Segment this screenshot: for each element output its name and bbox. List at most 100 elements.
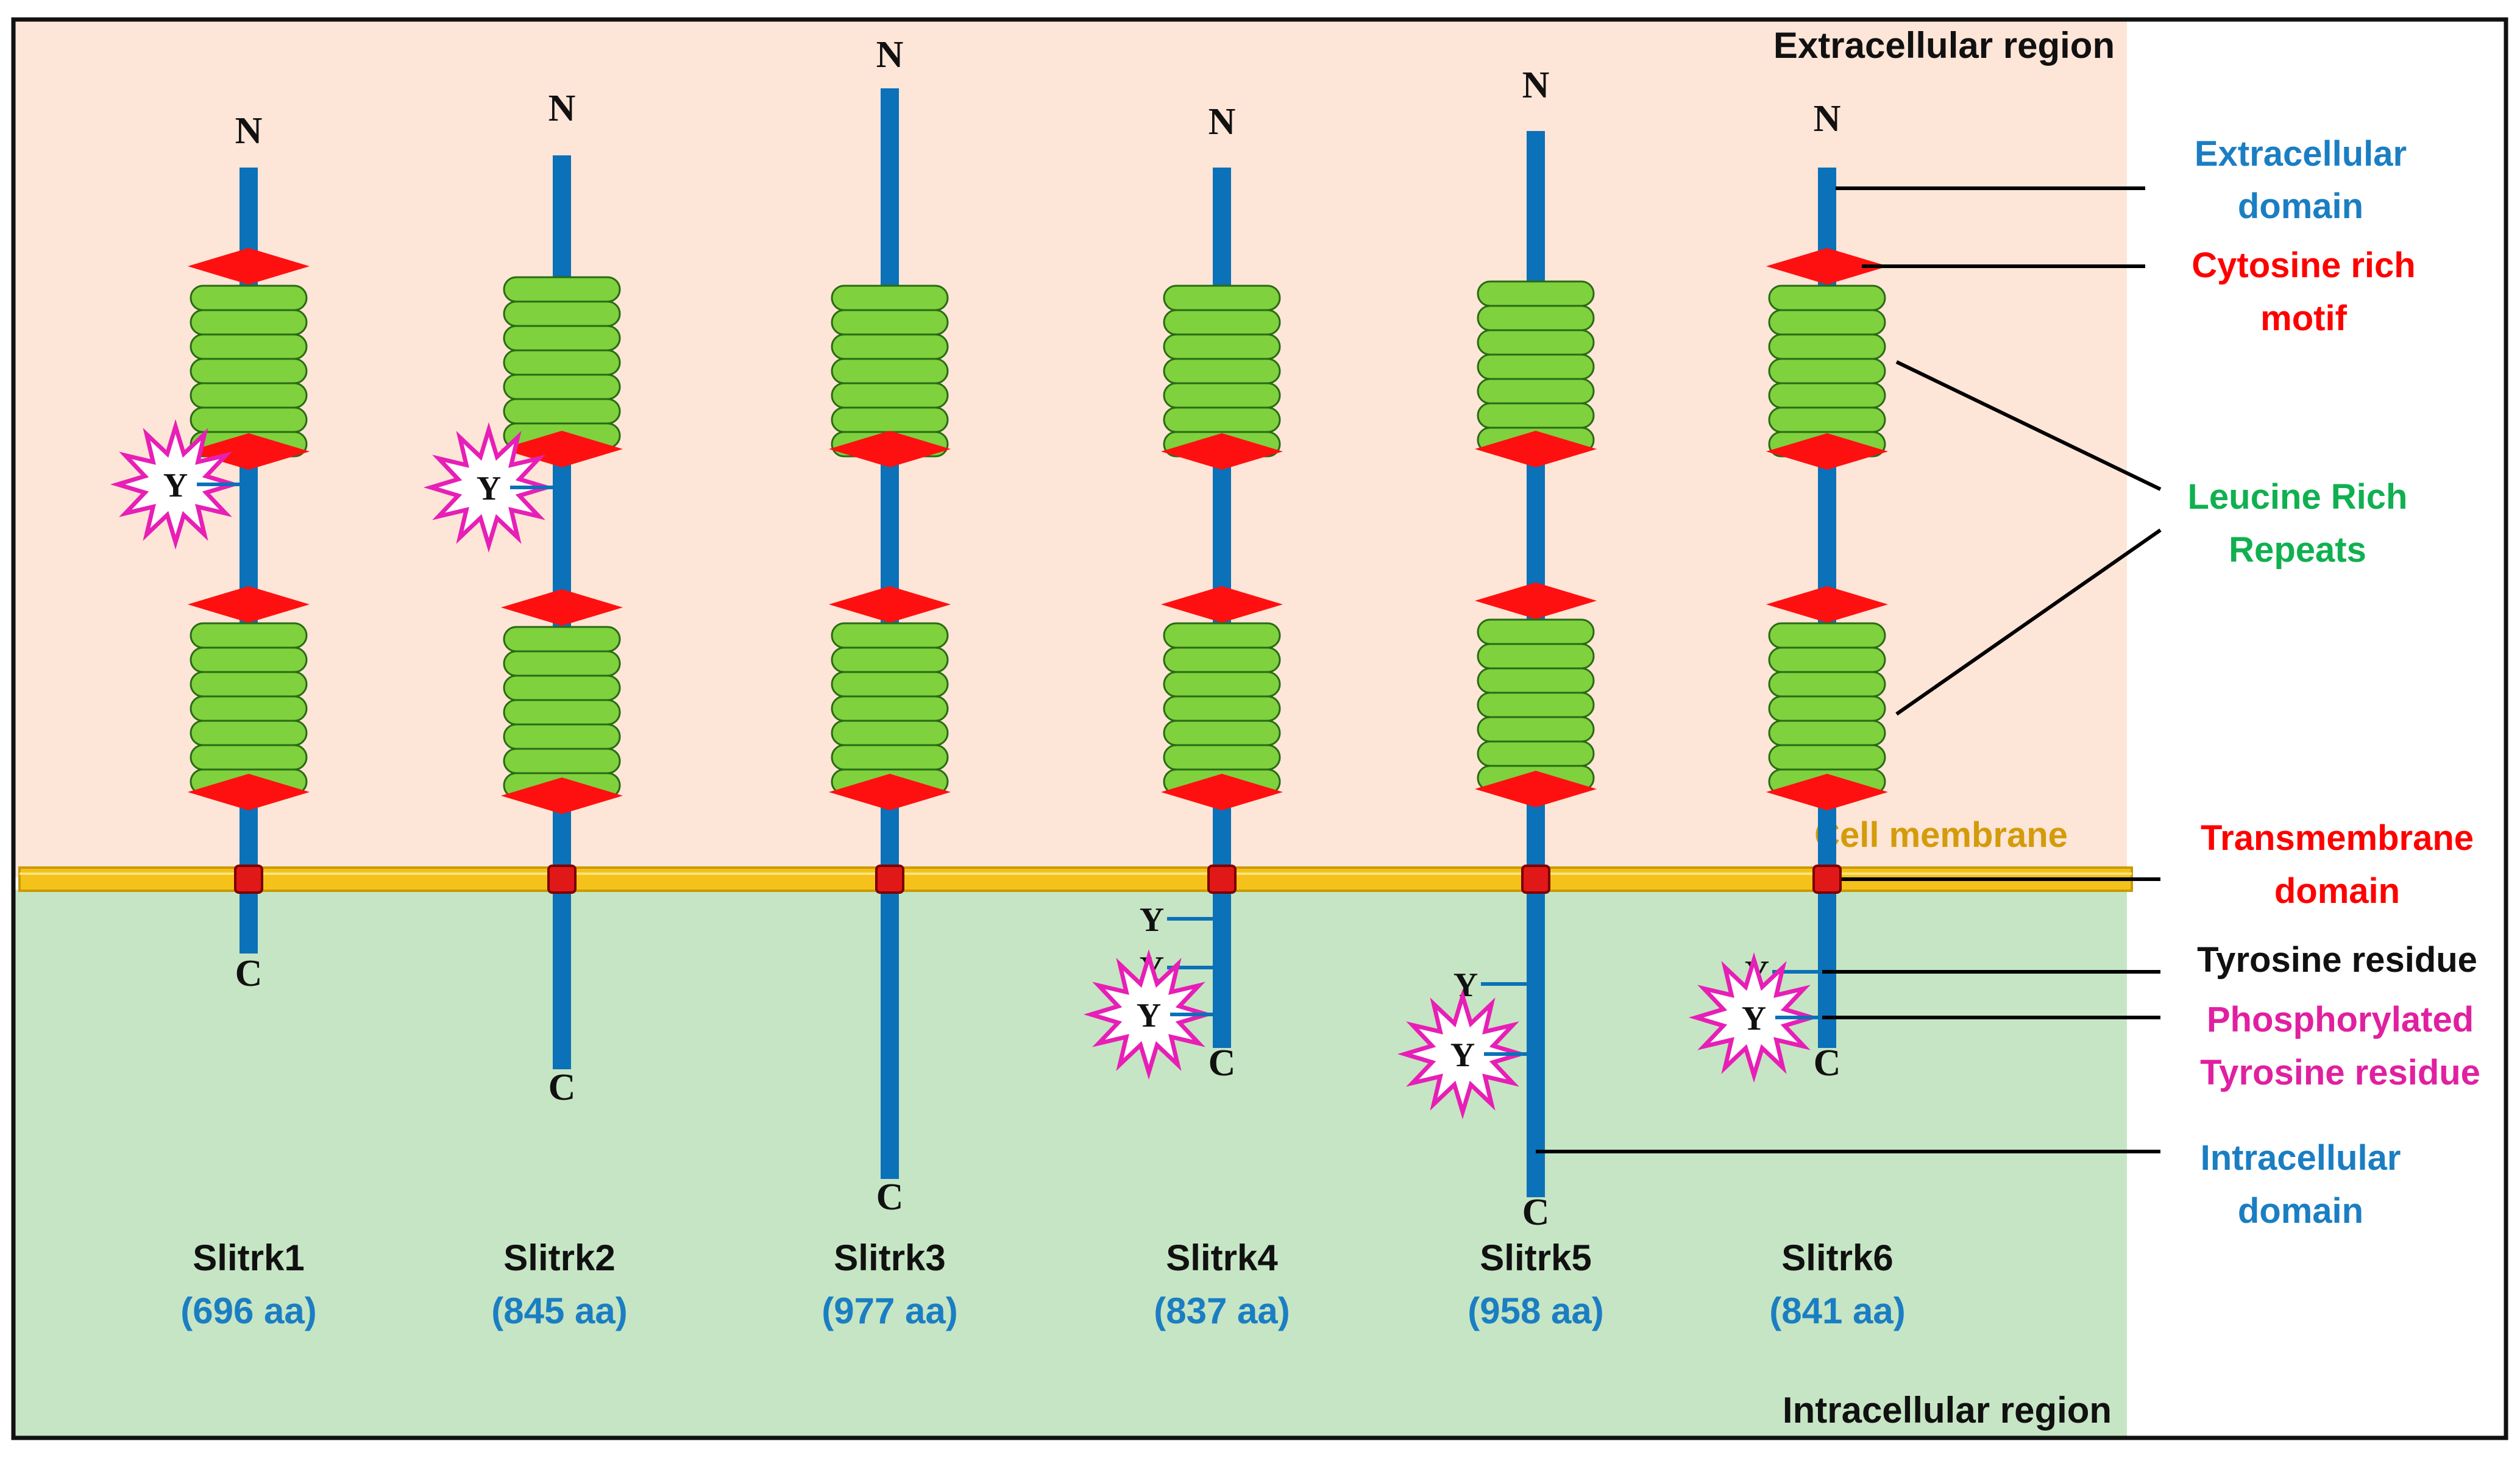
lrr-repeat xyxy=(190,285,308,311)
lrr-block xyxy=(1477,618,1595,791)
lrr-repeat xyxy=(503,300,621,327)
lrr-repeat xyxy=(831,382,949,409)
lrr-block xyxy=(503,626,621,799)
lrr-block xyxy=(1163,622,1281,795)
lrr-block xyxy=(503,276,621,449)
cysteine-rich-motif xyxy=(829,774,951,810)
lrr-repeat xyxy=(190,671,308,698)
svg-text:Y: Y xyxy=(1453,966,1478,1004)
lrr-repeat xyxy=(503,674,621,701)
lrr-repeat xyxy=(831,358,949,384)
lrr-repeat xyxy=(190,333,308,360)
lrr-repeat xyxy=(190,720,308,746)
lrr-repeat xyxy=(1768,382,1886,409)
phospho-tyrosine: Y xyxy=(1083,949,1216,1080)
transmembrane-domain xyxy=(1812,865,1842,894)
legend-tyrosine: Tyrosine residue xyxy=(2197,940,2477,980)
protein-slitrk4: NCYYYSlitrk4(837 aa) xyxy=(1083,101,1290,1331)
lrr-repeat xyxy=(503,699,621,726)
lrr-repeat xyxy=(831,646,949,673)
lrr-repeat xyxy=(1477,740,1595,767)
lrr-repeat xyxy=(831,622,949,649)
lrr-repeat xyxy=(1768,333,1886,360)
lrr-block xyxy=(190,285,308,458)
lrr-repeat xyxy=(190,622,308,649)
legend-extracellular-domain-1: Extracellular xyxy=(2195,134,2407,174)
lrr-block xyxy=(831,622,949,795)
legend-phospho-2: Tyrosine residue xyxy=(2200,1053,2480,1092)
lrr-repeat xyxy=(1477,305,1595,331)
svg-text:Y: Y xyxy=(1742,1000,1766,1038)
c-terminus-label: C xyxy=(235,953,263,994)
legend-intracellular-domain-2: domain xyxy=(2238,1191,2363,1231)
protein-length-label: (696 aa) xyxy=(180,1290,316,1331)
lrr-repeat xyxy=(831,720,949,746)
lrr-repeat xyxy=(503,650,621,677)
legend: Extracellular domain Cytosine rich motif… xyxy=(2188,134,2480,1231)
legend-transmembrane-2: domain xyxy=(2274,871,2400,911)
phospho-tyrosine: Y xyxy=(1397,988,1530,1120)
svg-text:Y: Y xyxy=(1137,997,1161,1035)
lrr-repeat xyxy=(831,309,949,336)
lrr-repeat xyxy=(1768,358,1886,384)
legend-cysteine-motif-1: Cytosine rich xyxy=(2192,246,2415,285)
lrr-repeat xyxy=(831,333,949,360)
lrr-repeat xyxy=(1768,285,1886,311)
figure-border xyxy=(11,17,2508,1440)
protein-length-label: (845 aa) xyxy=(491,1290,627,1331)
cysteine-rich-motif xyxy=(1766,586,1888,623)
lrr-block xyxy=(1163,285,1281,458)
tyrosine-residue: Y xyxy=(1140,901,1216,939)
lrr-repeat xyxy=(503,723,621,750)
lrr-repeat xyxy=(1768,695,1886,722)
cysteine-rich-motif xyxy=(1766,248,1888,285)
cysteine-rich-motif xyxy=(1475,582,1597,619)
n-terminus-label: N xyxy=(876,34,904,76)
n-terminus-label: N xyxy=(235,110,263,152)
intracellular-region-title: Intracellular region xyxy=(1783,1390,2112,1431)
lrr-block xyxy=(1768,622,1886,795)
lrr-repeat xyxy=(503,276,621,303)
lrr-repeat xyxy=(1163,646,1281,673)
lrr-repeat xyxy=(1768,744,1886,771)
cell-membrane-label: Cell membrane xyxy=(1814,815,2068,855)
lrr-repeat xyxy=(1768,406,1886,433)
cysteine-rich-motif xyxy=(1766,433,1888,470)
phospho-tyrosine: Y xyxy=(110,419,243,550)
lrr-repeat xyxy=(190,382,308,409)
lrr-repeat xyxy=(1768,622,1886,649)
legend-extracellular-domain-2: domain xyxy=(2238,186,2363,226)
tyrosine-residue: Y xyxy=(1453,966,1530,1004)
legend-intracellular-domain-1: Intracellular xyxy=(2201,1138,2401,1178)
lrr-repeat xyxy=(1163,333,1281,360)
legend-cysteine-motif-2: motif xyxy=(2260,299,2347,338)
lrr-repeat xyxy=(1163,285,1281,311)
cysteine-rich-motif xyxy=(1161,774,1283,810)
lrr-repeat xyxy=(1477,329,1595,356)
protein-slitrk1: N C Y Slitrk1 (696 aa) xyxy=(110,110,317,1331)
lrr-repeat xyxy=(1163,744,1281,771)
lrr-repeat xyxy=(831,695,949,722)
protein-name-label: Slitrk1 xyxy=(193,1237,304,1278)
lrr-repeat xyxy=(1477,402,1595,429)
c-terminus-label: C xyxy=(876,1177,904,1218)
protein-name-label: Slitrk5 xyxy=(1480,1237,1591,1278)
lrr-repeat xyxy=(190,309,308,336)
lrr-repeat xyxy=(1163,309,1281,336)
svg-text:Y: Y xyxy=(1450,1036,1475,1074)
transmembrane-domain xyxy=(875,865,904,894)
cysteine-rich-motif xyxy=(1475,771,1597,807)
lrr-repeat xyxy=(1163,622,1281,649)
n-terminus-label: N xyxy=(548,88,576,129)
lrr-repeat xyxy=(1768,309,1886,336)
pointer-lrr-upper xyxy=(1895,360,2162,491)
svg-text:Y: Y xyxy=(1140,901,1164,939)
protein-name-label: Slitrk6 xyxy=(1781,1237,1893,1278)
lrr-repeat xyxy=(503,349,621,376)
lrr-repeat xyxy=(503,325,621,352)
lrr-repeat xyxy=(503,626,621,653)
legend-transmembrane-1: Transmembrane xyxy=(2201,818,2474,858)
